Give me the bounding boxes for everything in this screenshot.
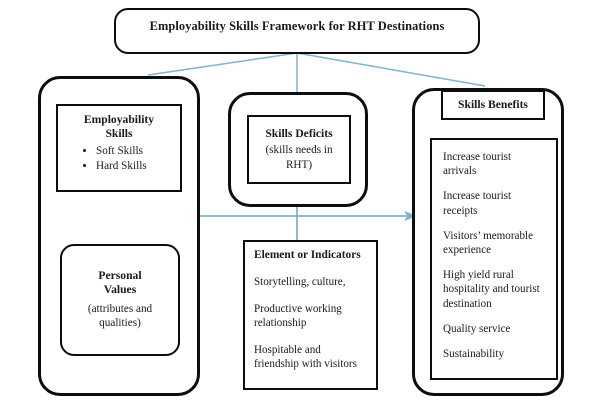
framework-title-box: Employability Skills Framework for RHT D… (114, 8, 480, 54)
personal-values-sub-line2: qualities) (99, 317, 141, 330)
personal-values-box: Personal Values (attributes and qualitie… (60, 244, 180, 356)
employability-skills-heading-line2: Skills (105, 127, 133, 141)
list-item: Soft Skills (96, 144, 172, 159)
skills-benefits-header-box: Skills Benefits (441, 90, 545, 120)
list-item: Quality service (443, 322, 511, 335)
title-fan-connectors (147, 52, 486, 92)
skills-deficits-heading: Skills Deficits (265, 126, 333, 140)
list-item: Sustainability (443, 347, 505, 360)
skills-deficits-sub-line2: RHT) (285, 158, 313, 171)
employability-skills-heading-line1: Employability (83, 113, 155, 126)
list-item: High yield rural hospitality and tourist… (443, 269, 540, 310)
list-item: Hospitable and friendship with visitors (254, 343, 357, 370)
employability-skills-box: Employability Skills Soft Skills Hard Sk… (56, 104, 182, 192)
list-item: Increase tourist arrivals (443, 151, 512, 178)
skills-deficits-box: Skills Deficits (skills needs in RHT) (247, 115, 351, 184)
element-or-indicators-box: Element or Indicators Storytelling, cult… (243, 240, 378, 390)
personal-values-heading-line2: Values (103, 283, 137, 297)
list-item: Increase tourist receipts (443, 190, 512, 217)
list-item: Productive working relationship (254, 302, 342, 330)
element-or-indicators-items: Storytelling, culture, Productive workin… (254, 275, 367, 371)
skills-benefits-heading: Skills Benefits (458, 97, 528, 111)
page-title: Employability Skills Framework for RHT D… (149, 19, 445, 33)
element-or-indicators-heading: Element or Indicators (254, 249, 361, 261)
personal-values-sub-line1: (attributes and (87, 302, 153, 315)
skills-deficits-sub-line1: (skills needs in (265, 144, 333, 157)
personal-values-heading-line1: Personal (98, 268, 142, 282)
employability-skills-bullets: Soft Skills Hard Skills (66, 144, 172, 174)
list-item: Storytelling, culture, (254, 276, 346, 289)
list-item: Visitors’ memorable experience (443, 229, 534, 256)
list-item: Hard Skills (96, 159, 172, 174)
skills-benefits-list-box: Increase tourist arrivals Increase touri… (430, 138, 558, 380)
